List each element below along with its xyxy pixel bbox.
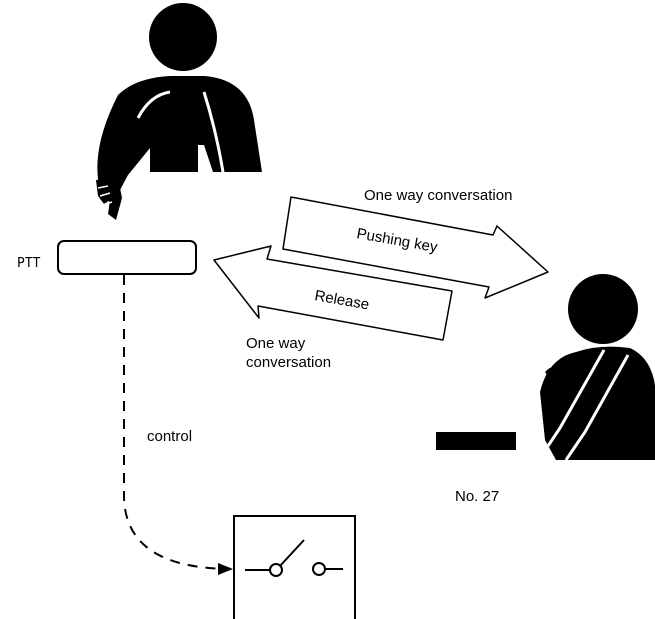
release-arrow: Release bbox=[213, 245, 453, 341]
switch-contact-icon bbox=[279, 539, 305, 567]
ptt-key-icon bbox=[57, 240, 197, 275]
control-label: control bbox=[147, 428, 192, 445]
upper-conversation-label: One way conversation bbox=[364, 187, 512, 204]
control-arrowhead-icon bbox=[218, 563, 233, 575]
switch-box bbox=[233, 515, 356, 619]
pushing-key-arrow: Pushing key bbox=[282, 196, 549, 299]
speaker-person-icon bbox=[96, 3, 262, 220]
lower-conversation-label-line1: One way bbox=[246, 335, 306, 352]
listener-person-icon bbox=[540, 274, 655, 461]
control-dashed-line bbox=[123, 275, 231, 570]
ptt-label: PTT bbox=[17, 256, 41, 271]
figure-number: No. 27 bbox=[455, 488, 499, 505]
handset-bar-icon bbox=[436, 432, 516, 450]
lower-conversation-label-line2: conversation bbox=[246, 354, 331, 371]
